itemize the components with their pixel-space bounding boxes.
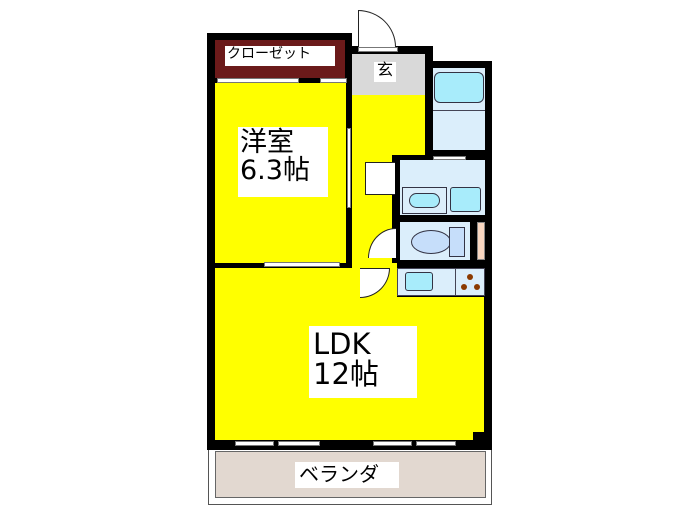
sink-icon xyxy=(405,272,433,291)
bath-divider xyxy=(433,110,485,111)
closet-door-right[interactable] xyxy=(320,78,347,83)
ldk-label: LDK 12帖 xyxy=(309,326,417,398)
western-room-label: 洋室 6.3帖 xyxy=(238,127,328,197)
ldk-size: 12帖 xyxy=(313,357,379,392)
toilet-tank-icon xyxy=(449,227,465,257)
bedroom-sliding-door[interactable] xyxy=(347,128,351,208)
ldk-window-2[interactable] xyxy=(278,441,320,446)
column xyxy=(473,432,484,442)
stove-burner-icon xyxy=(461,284,467,290)
stove-burner-icon xyxy=(474,284,480,290)
bathtub-icon xyxy=(434,72,484,103)
front-door-threshold xyxy=(358,47,398,52)
western-room-size: 6.3帖 xyxy=(240,155,310,187)
ldk-window-4[interactable] xyxy=(416,441,456,446)
hallway-top xyxy=(352,95,425,155)
ldk-name: LDK xyxy=(313,327,371,361)
stove-divider xyxy=(455,268,456,296)
entrance-label: 玄 xyxy=(374,61,396,82)
stove-burner-icon xyxy=(467,274,473,280)
front-door[interactable] xyxy=(358,10,396,47)
toilet-bowl-icon xyxy=(411,230,451,254)
closet-door-left[interactable] xyxy=(217,78,299,83)
ldk-window-1[interactable] xyxy=(235,441,274,446)
bathroom-door[interactable] xyxy=(433,156,466,160)
closet-label: クローゼット xyxy=(225,46,335,66)
washroom-door[interactable] xyxy=(365,162,395,195)
western-room-name: 洋室 xyxy=(240,127,294,158)
washing-machine-icon xyxy=(450,187,481,212)
ldk-window-3[interactable] xyxy=(373,441,412,446)
toilet-storage xyxy=(477,222,485,260)
bedroom-ldk-sliding-door[interactable] xyxy=(264,262,340,267)
washbasin-bowl-icon xyxy=(409,193,440,208)
balcony-label: ベランダ xyxy=(295,462,399,488)
